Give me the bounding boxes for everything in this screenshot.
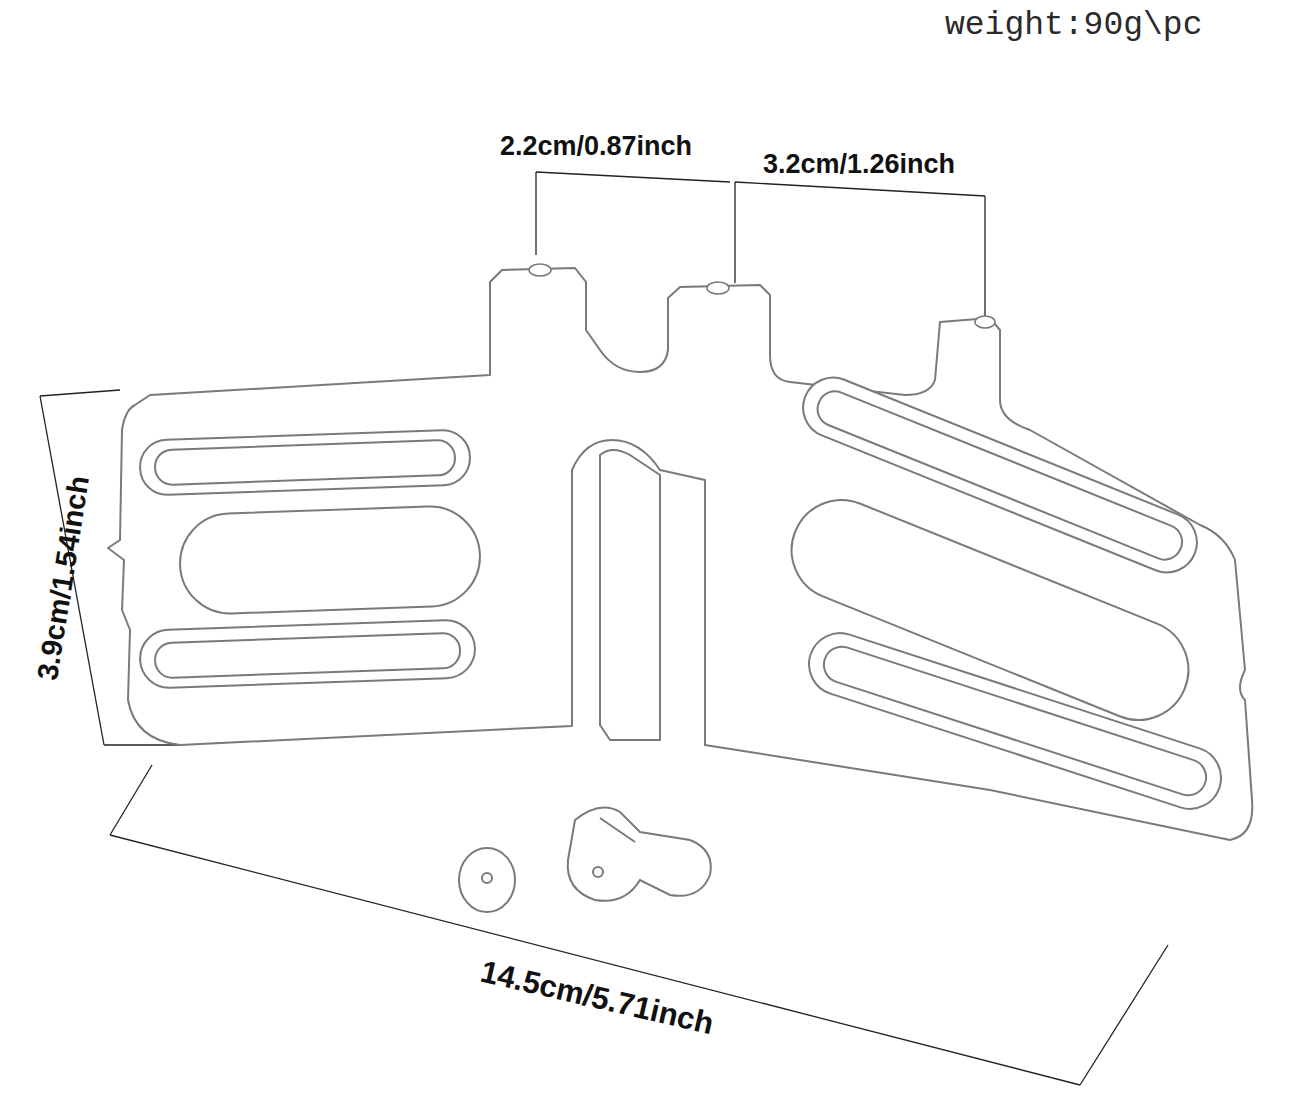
dimension-label: 2.2cm/0.87inch	[500, 132, 692, 162]
weight-note: weight:90g\pc	[945, 8, 1202, 44]
dimension-label: 3.9cm/1.54inch	[32, 474, 96, 683]
post-holes	[529, 264, 995, 328]
bracket-outline	[108, 268, 1252, 840]
screws	[459, 808, 711, 913]
dimension-label: 3.2cm/1.26inch	[763, 150, 955, 180]
dimension-label: 14.5cm/5.71inch	[477, 955, 716, 1042]
